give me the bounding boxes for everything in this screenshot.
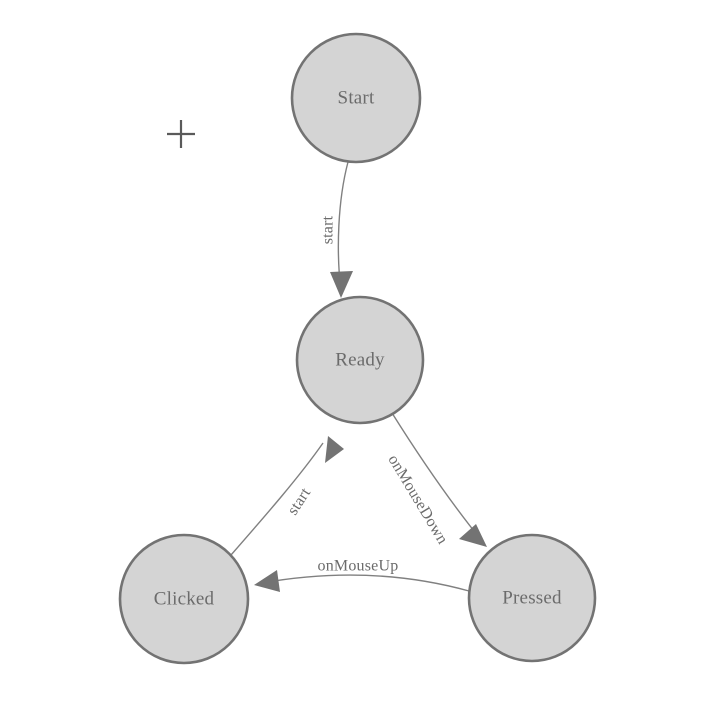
node-label: Ready [335,349,385,370]
arrowhead-icon [254,570,280,592]
state-node-clicked[interactable]: Clicked [118,533,250,665]
edge-ready-to-pressed[interactable] [391,412,487,547]
arrowhead-icon [330,271,353,298]
edge-clicked-to-ready[interactable] [230,436,344,556]
node-circle[interactable] [467,533,597,663]
node-circle[interactable] [295,295,425,425]
edge-pressed-to-clicked[interactable] [254,570,470,592]
edge-label-pressed-to-clicked: onMouseUp [318,558,399,575]
edges-layer [230,161,487,592]
node-circle[interactable] [118,533,250,665]
state-node-ready[interactable]: Ready [295,295,425,425]
node-label: Start [338,87,375,108]
edge-line [230,442,324,556]
state-node-start[interactable]: Start [290,32,422,164]
edge-label-start-to-ready: start [320,215,337,244]
edge-line [261,574,470,592]
arrowhead-icon [459,524,487,547]
state-node-pressed[interactable]: Pressed [467,533,597,663]
node-circle[interactable] [290,32,422,164]
crosshair-cursor-icon [167,120,195,148]
arrowhead-icon [325,436,344,463]
node-label: Pressed [502,587,562,608]
node-label: Clicked [154,588,215,609]
edge-start-to-ready[interactable] [330,161,353,298]
